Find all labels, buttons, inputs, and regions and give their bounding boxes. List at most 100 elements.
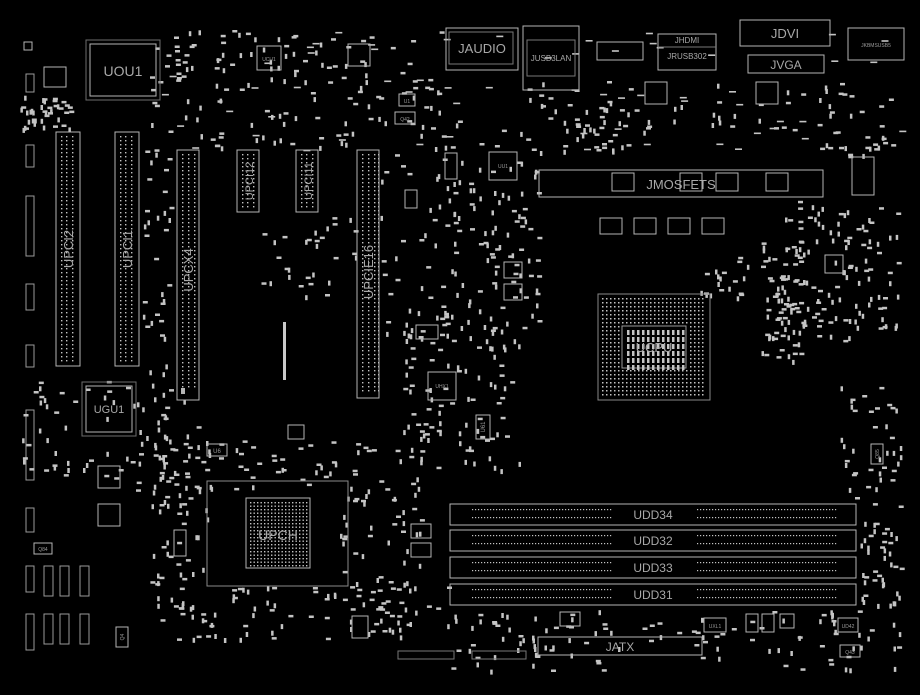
pch-ball: [267, 516, 269, 518]
smd-pad: [168, 130, 174, 133]
smd-pad: [867, 636, 870, 642]
smd-pad: [526, 138, 532, 141]
cpu-pin: [626, 302, 628, 304]
smd-pad: [761, 242, 767, 245]
slot-pin: [374, 242, 376, 244]
slot-pin: [362, 162, 364, 164]
smd-pad: [868, 218, 871, 223]
smd-pad: [609, 101, 613, 107]
cpu-pin: [666, 310, 668, 312]
smd-pad: [411, 40, 417, 43]
smd-pad: [704, 272, 710, 276]
slot-pin: [125, 272, 127, 274]
slot-pin: [312, 182, 314, 184]
dimm-pin: [814, 517, 816, 519]
slot-pin: [242, 174, 244, 176]
slot-pin: [66, 200, 68, 202]
cpu-pin: [674, 314, 676, 316]
dimm-pin: [511, 543, 513, 545]
smd-pad: [863, 594, 869, 597]
slot-pin: [188, 286, 190, 288]
cpu-cap-pad: [652, 337, 655, 342]
smd-pad: [420, 436, 423, 442]
slot-pin: [188, 162, 190, 164]
slot-pin: [374, 214, 376, 216]
trace-dash: [252, 134, 260, 137]
slot-pin: [188, 294, 190, 296]
slot-pin: [131, 200, 133, 202]
smd-pad: [361, 39, 367, 43]
dimm-pin: [484, 589, 486, 591]
dimm-pin: [532, 597, 534, 599]
smd-pad: [215, 144, 221, 148]
cpu-pin: [614, 378, 616, 380]
dimm-pin: [550, 570, 552, 572]
smd-pad: [477, 375, 481, 381]
slot-pin: [194, 370, 196, 372]
cpu-pin: [602, 298, 604, 300]
smd-pad: [183, 442, 189, 446]
smd-pad: [403, 430, 406, 436]
dimm-pin: [811, 570, 813, 572]
smd-pad: [618, 121, 621, 127]
smd-pad: [861, 224, 865, 230]
cpu-pin: [602, 362, 604, 364]
cpu-pin: [638, 382, 640, 384]
slot-pin: [242, 154, 244, 156]
slot-pin: [61, 360, 63, 362]
cpu-pin: [654, 306, 656, 308]
smd-pad: [153, 454, 159, 457]
dimm-pin: [811, 509, 813, 511]
smd-pad: [163, 462, 169, 465]
smd-pad: [596, 149, 602, 152]
cpu-cap-pad: [682, 358, 685, 363]
smd-pad: [319, 145, 322, 151]
smd-pad: [163, 500, 167, 505]
dimm-pin: [796, 597, 798, 599]
slot-pin: [125, 236, 127, 238]
slot-pin: [301, 186, 303, 188]
smd-pad: [574, 118, 580, 121]
smd-pad: [877, 294, 881, 300]
smd-pad: [319, 236, 325, 240]
pch-ball: [278, 505, 280, 507]
smd-pad: [252, 485, 255, 491]
pch-ball: [271, 537, 273, 539]
smd-pad: [532, 635, 535, 641]
cpu-pin: [698, 354, 700, 356]
smd-pad: [494, 284, 498, 290]
cpu-pin: [702, 350, 704, 352]
smd-pad: [185, 472, 190, 475]
cpu-cap-pad: [657, 337, 660, 342]
dimm-pin: [769, 597, 771, 599]
dimm-pin: [496, 562, 498, 564]
slot-pin: [66, 280, 68, 282]
dimm-pin: [556, 589, 558, 591]
cpu-cap-pad: [652, 351, 655, 356]
smd-pad: [40, 105, 43, 110]
smd-pad: [486, 243, 489, 249]
pch-ball: [285, 502, 287, 504]
dimm-pin: [574, 509, 576, 511]
smd-pad: [350, 608, 356, 611]
cpu-pin: [618, 378, 620, 380]
dimm-pin: [811, 562, 813, 564]
part-mid-box-2: [410, 542, 432, 558]
pch-ball: [267, 519, 269, 521]
dimm-pin: [520, 517, 522, 519]
cpu-pin: [650, 302, 652, 304]
dimm-pin: [550, 535, 552, 537]
smd-pad: [888, 551, 892, 557]
smd-pad: [898, 632, 902, 638]
slot-pin: [301, 154, 303, 156]
smd-pad: [147, 178, 153, 181]
smd-pad: [827, 292, 831, 298]
dimm-pin: [781, 535, 783, 537]
cpu-pin: [690, 306, 692, 308]
dimm-pin: [826, 589, 828, 591]
slot-pin: [72, 336, 74, 338]
label-udd31: UDD31: [633, 588, 673, 602]
smd-pad: [643, 130, 646, 136]
cpu-pin: [626, 310, 628, 312]
smd-pad: [790, 651, 793, 656]
